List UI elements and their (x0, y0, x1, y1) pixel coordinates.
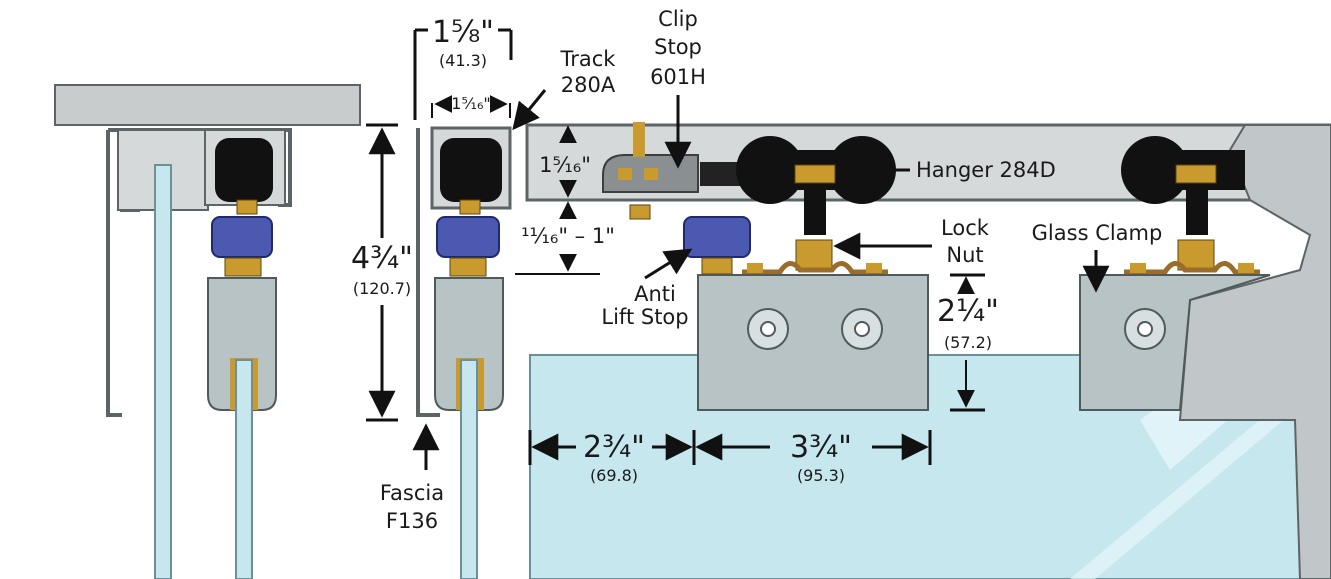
clip-stop-label-2: Stop (654, 35, 702, 59)
middle-glass-panel (460, 359, 478, 579)
left-glass-panel (235, 359, 253, 579)
middle-anti-lift-stop (436, 216, 500, 258)
anti-lift-label-2: Lift Stop (601, 305, 688, 329)
glass-clamp-2 (1079, 274, 1271, 411)
clip-stop-label-3: 601H (650, 65, 706, 89)
left-wheel (215, 138, 273, 202)
middle-wheel (440, 138, 502, 202)
offset-mm-label: (69.8) (590, 466, 638, 485)
ceiling-slab (54, 84, 361, 126)
anti-lift-stop-elevation (683, 216, 751, 258)
track-height-label: 1⁵⁄₁₆" (539, 153, 591, 177)
left-section-view (54, 84, 361, 579)
hanger-label: Hanger 284D (916, 158, 1056, 182)
left-anti-lift-stop (211, 216, 273, 258)
clamp-length-label: 3¾" (790, 430, 852, 465)
clamp-height-mm-label: (57.2) (944, 333, 992, 352)
left-fascia (106, 130, 122, 417)
track-label-1: Track (560, 47, 617, 71)
hanger-284d-1 (700, 136, 896, 271)
lock-nut-label-2: Nut (946, 243, 983, 267)
elevation-view (525, 122, 1331, 579)
glass-clamp-1 (697, 274, 929, 411)
top-width-label: 1⅝" (432, 15, 494, 50)
left-glass-clamp (207, 277, 277, 411)
middle-fascia-f136 (416, 128, 440, 417)
track-label-2: 280A (561, 73, 616, 97)
middle-glass-clamp (434, 277, 504, 411)
labels: 1⅝" (41.3) 1⁵⁄₁₆" Track 280A Clip Stop 6… (351, 7, 1162, 533)
clamp-height-label: 2¼" (937, 294, 999, 329)
dimension-lines (366, 28, 1110, 470)
lock-nut-label-1: Lock (941, 216, 990, 240)
middle-section-view (416, 126, 512, 579)
overall-height-mm-label: (120.7) (353, 279, 411, 298)
fascia-label-1: Fascia (380, 481, 444, 505)
fascia-label-2: F136 (386, 509, 438, 533)
left-inner-glass (154, 164, 172, 579)
top-width-mm-label: (41.3) (439, 51, 487, 70)
hanger-284d-2 (1121, 136, 1245, 271)
clamp-length-mm-label: (95.3) (797, 466, 845, 485)
offset-label: 2¾" (583, 430, 645, 465)
clip-stop-label-1: Clip (658, 7, 698, 31)
gap-label: ¹¹⁄₁₆" – 1" (521, 224, 615, 248)
inner-width-label: 1⁵⁄₁₆" (451, 94, 490, 113)
overall-height-label: 4¾" (351, 241, 413, 276)
glass-clamp-label: Glass Clamp (1032, 221, 1163, 245)
anti-lift-label-1: Anti (634, 282, 676, 306)
